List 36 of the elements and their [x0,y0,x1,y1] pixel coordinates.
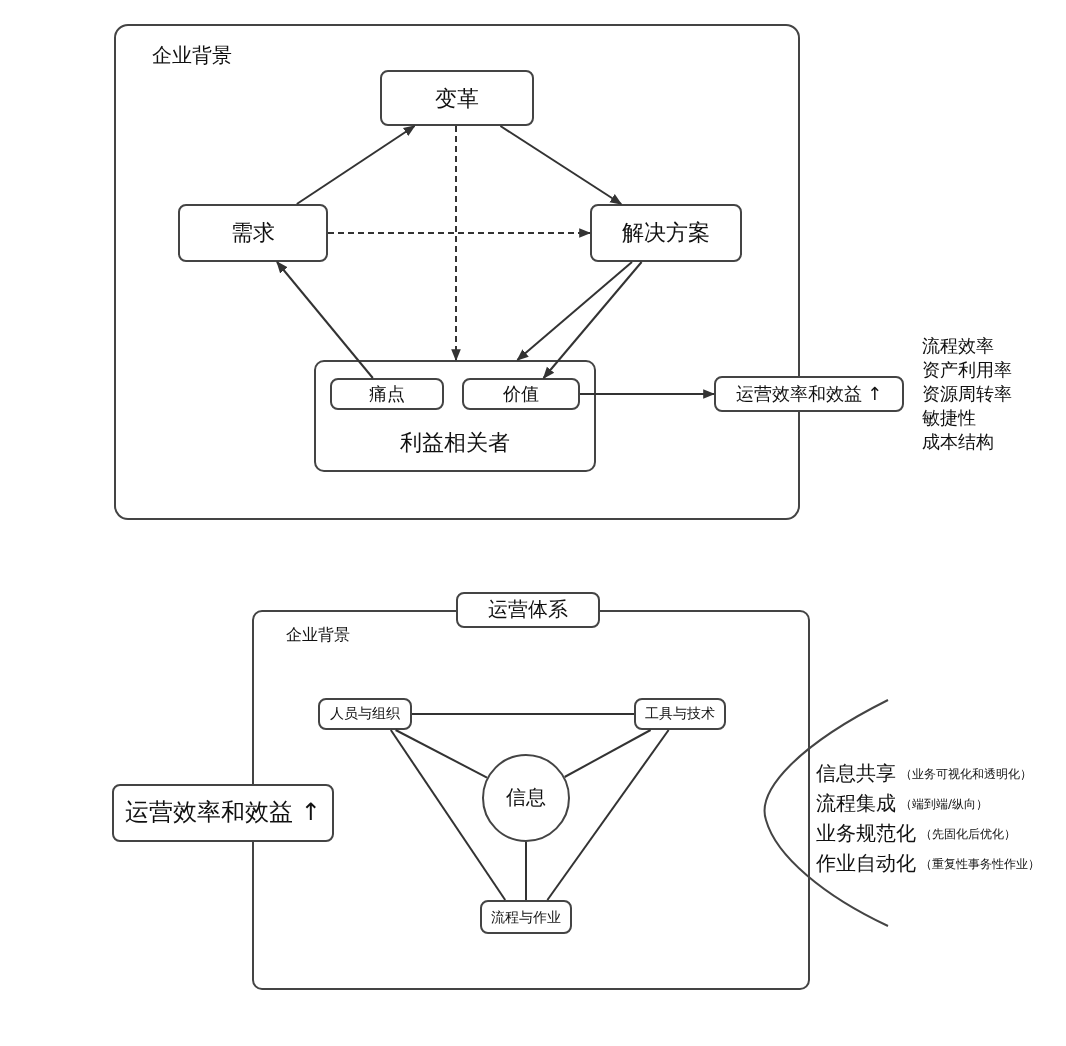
list-item: 成本结构 [922,431,994,456]
title-tab: 运营体系 [456,592,600,628]
process-box: 运营效率和效益 ↑ [714,376,904,412]
list-item: 信息共享 [816,761,896,788]
process-box: 变革 [380,70,534,126]
connector-line [563,729,652,778]
frame-title: 利益相关者 [398,428,512,458]
list-item: 业务规范化 [816,821,916,848]
arrow [542,261,643,379]
process-box: 价值 [462,378,580,410]
connector-line [546,729,670,901]
circle-node: 信息 [482,754,570,842]
process-box: 需求 [178,204,328,262]
list-item: 流程集成 [816,791,896,818]
arrow [276,261,374,379]
connector-line [411,713,635,715]
arrow [579,389,716,399]
connector-line [525,841,527,901]
frame-title: 企业背景 [286,624,350,646]
list-item: 资产利用率 [922,359,1012,384]
connector-line [389,729,507,901]
arrow [295,125,416,205]
frame-title: 企业背景 [152,43,232,70]
list-item: 作业自动化 [816,851,916,878]
arrow [499,125,623,205]
list-item: 敏捷性 [922,407,976,432]
process-box: 运营效率和效益 ↑ [112,784,334,842]
list-item: 资源周转率 [922,383,1012,408]
arrow [327,228,592,238]
list-item: 流程效率 [922,335,994,360]
connector-line [394,729,488,779]
process-box: 解决方案 [590,204,742,262]
arrow [451,125,461,362]
group-frame [314,360,596,472]
process-box: 痛点 [330,378,444,410]
arrow [516,261,633,361]
